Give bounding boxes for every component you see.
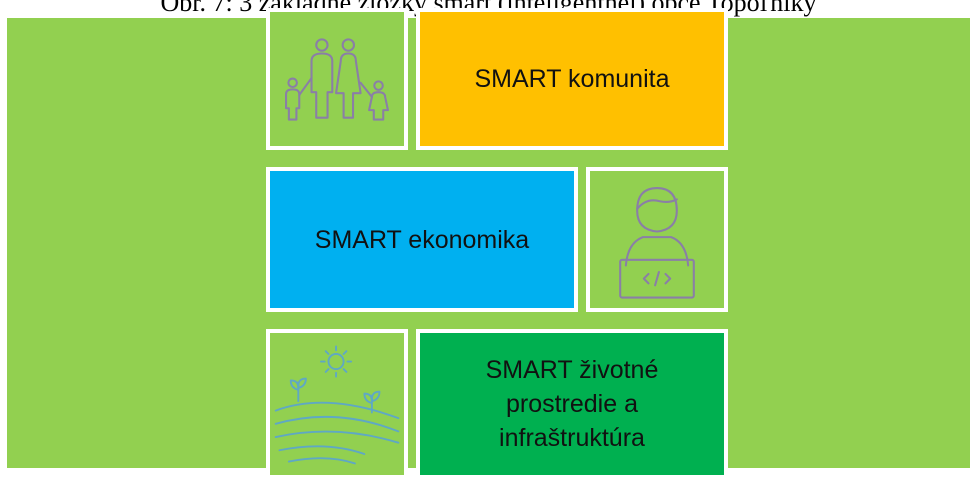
programmer-laptop-icon [619, 187, 695, 299]
smart-economy-label: SMART ekonomika [314, 225, 530, 254]
smart-environment-tile: SMART životné prostredie a infraštruktúr… [416, 329, 728, 479]
landscape-sun-icon [274, 345, 400, 465]
environment-icon-tile [266, 329, 408, 479]
community-icon-tile [266, 8, 408, 150]
smart-community-tile: SMART komunita [416, 8, 728, 150]
smart-environment-label: SMART životné prostredie a infraštruktúr… [485, 356, 659, 452]
smart-economy-tile: SMART ekonomika [266, 167, 578, 312]
family-icon [285, 38, 389, 121]
smart-community-label: SMART komunita [474, 65, 670, 93]
economy-icon-tile [586, 167, 728, 312]
